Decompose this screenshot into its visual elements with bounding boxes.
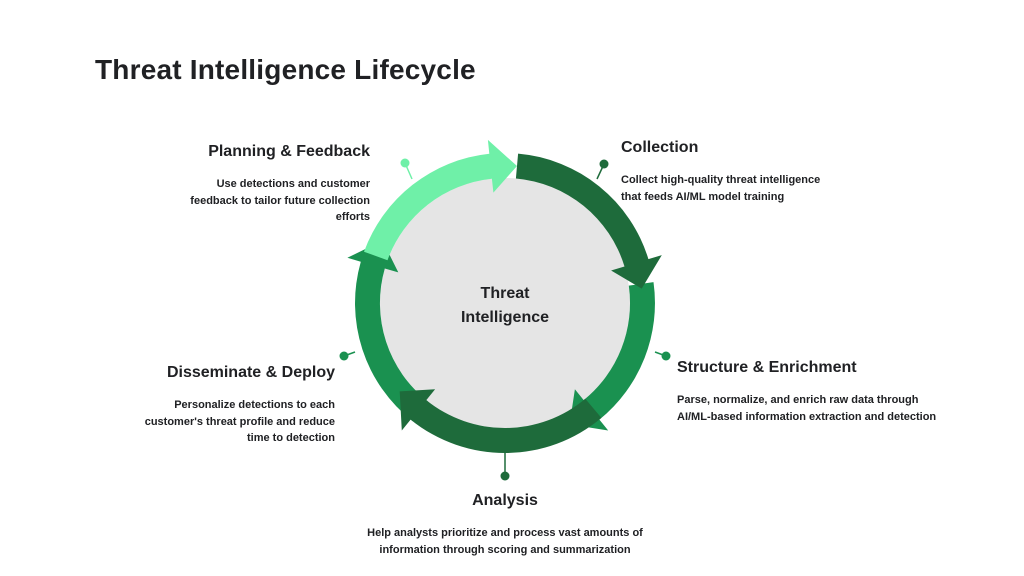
page-title: Threat Intelligence Lifecycle: [95, 54, 476, 85]
stage-desc-analysis: Help analysts prioritize and process vas…: [367, 527, 643, 556]
structure-arrow: [569, 282, 655, 431]
connector-collection: [596, 159, 609, 180]
analysis-arrow: [399, 389, 602, 454]
disseminate-arrow: [347, 240, 428, 422]
stage-title-structure: Structure & Enrichment: [677, 359, 857, 376]
stage-desc-structure: Parse, normalize, and enrich raw data th…: [677, 394, 937, 423]
stage-title-planning: Planning & Feedback: [208, 143, 370, 160]
stage-title-collection: Collection: [621, 139, 699, 156]
center-label-line1: Threat: [480, 285, 530, 302]
stage-desc-planning: Use detections and customer feedback to …: [190, 178, 370, 223]
connector-structure: [654, 351, 671, 361]
center-label-line2: Intelligence: [460, 309, 550, 326]
connector-disseminate: [339, 351, 356, 361]
stage-desc-disseminate: Personalize detections to each customer'…: [144, 399, 335, 444]
connector-analysis: [500, 453, 510, 481]
center-label: Threat Intelligence: [430, 282, 580, 330]
connector-planning: [400, 158, 413, 180]
stage-title-analysis: Analysis: [472, 492, 538, 509]
collection-arrow: [515, 153, 662, 289]
inner-circle: [380, 178, 630, 428]
stage-desc-collection: Collect high-quality threat intelligence…: [621, 174, 821, 203]
planning-arrow: [364, 139, 517, 261]
stage-title-disseminate: Disseminate & Deploy: [166, 364, 335, 381]
